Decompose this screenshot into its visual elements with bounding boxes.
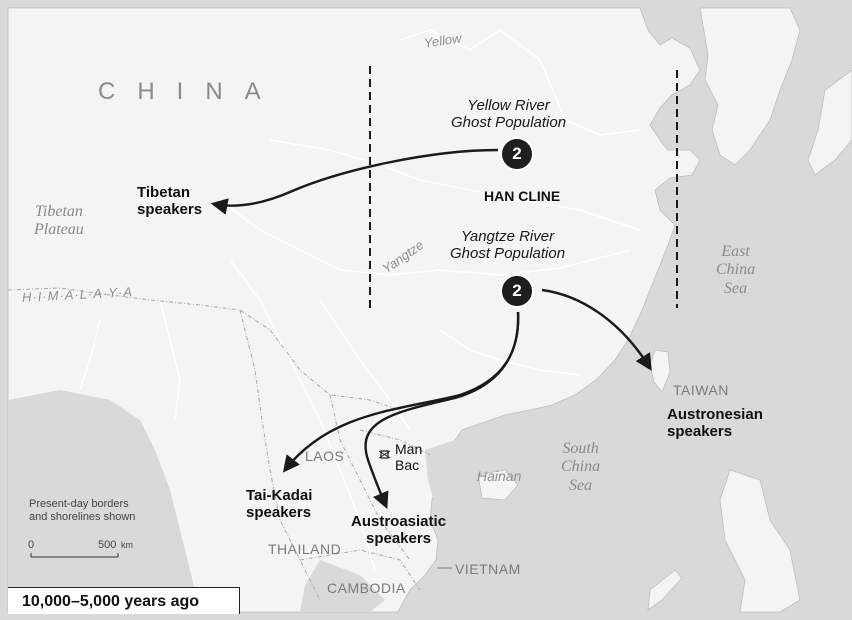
scale-bar: [30, 553, 119, 558]
yangtze-river-ghost-population-label: Yangtze River Ghost Population: [450, 228, 566, 263]
east-china-sea-label: East China Sea: [716, 243, 756, 297]
rivers: [79, 29, 641, 571]
scale-unit: km: [121, 540, 133, 550]
hainan-island: [477, 469, 519, 501]
vietnam-label: VIETNAM: [455, 561, 521, 577]
scale-zero: 0: [28, 539, 35, 551]
man-bac-site-icon: [378, 450, 391, 459]
tibetan-plateau-label: Tibetan Plateau: [34, 203, 84, 239]
time-period-label: 10,000–5,000 years ago: [8, 587, 240, 614]
cambodia-label: CAMBODIA: [327, 580, 406, 596]
tai-kadai-speakers-label: Tai-Kadai speakers: [246, 487, 313, 522]
borders: [7, 287, 431, 601]
hainan-label: Hainan: [477, 468, 522, 484]
man-bac-label: Man Bac: [395, 441, 423, 474]
yellow-river-population-badge: 2: [500, 137, 534, 171]
china-label: CHINA: [98, 78, 283, 105]
japan: [807, 69, 852, 176]
arrow-to-austroasiatic: [364, 311, 520, 510]
korea: [699, 7, 801, 166]
han-cline-label: HAN CLINE: [484, 188, 561, 204]
gulf-of-thailand: [300, 560, 385, 612]
tibetan-speakers-label: Tibetan speakers: [137, 184, 203, 219]
philippines: [719, 469, 801, 613]
migration-arrows: [210, 148, 652, 510]
south-china-sea-label: South China Sea: [561, 440, 601, 494]
thailand-label: THAILAND: [268, 541, 342, 557]
taiwan-label: TAIWAN: [673, 382, 729, 398]
austronesian-speakers-label: Austronesian speakers: [667, 406, 763, 441]
austroasiatic-speakers-label: Austroasiatic speakers: [351, 513, 447, 548]
borders-note: Present-day borders and shorelines shown: [29, 498, 136, 523]
arrow-to-tibetan: [210, 148, 499, 215]
yangtze-river-population-badge: 2: [500, 274, 534, 308]
laos-label: LAOS: [305, 448, 345, 464]
arrow-to-austronesian: [541, 288, 652, 371]
gulf-of-tonkin: [425, 440, 470, 525]
yellow-river-ghost-population-label: Yellow River Ghost Population: [451, 97, 567, 132]
palawan: [647, 569, 683, 611]
scale-max: 500: [98, 539, 117, 551]
